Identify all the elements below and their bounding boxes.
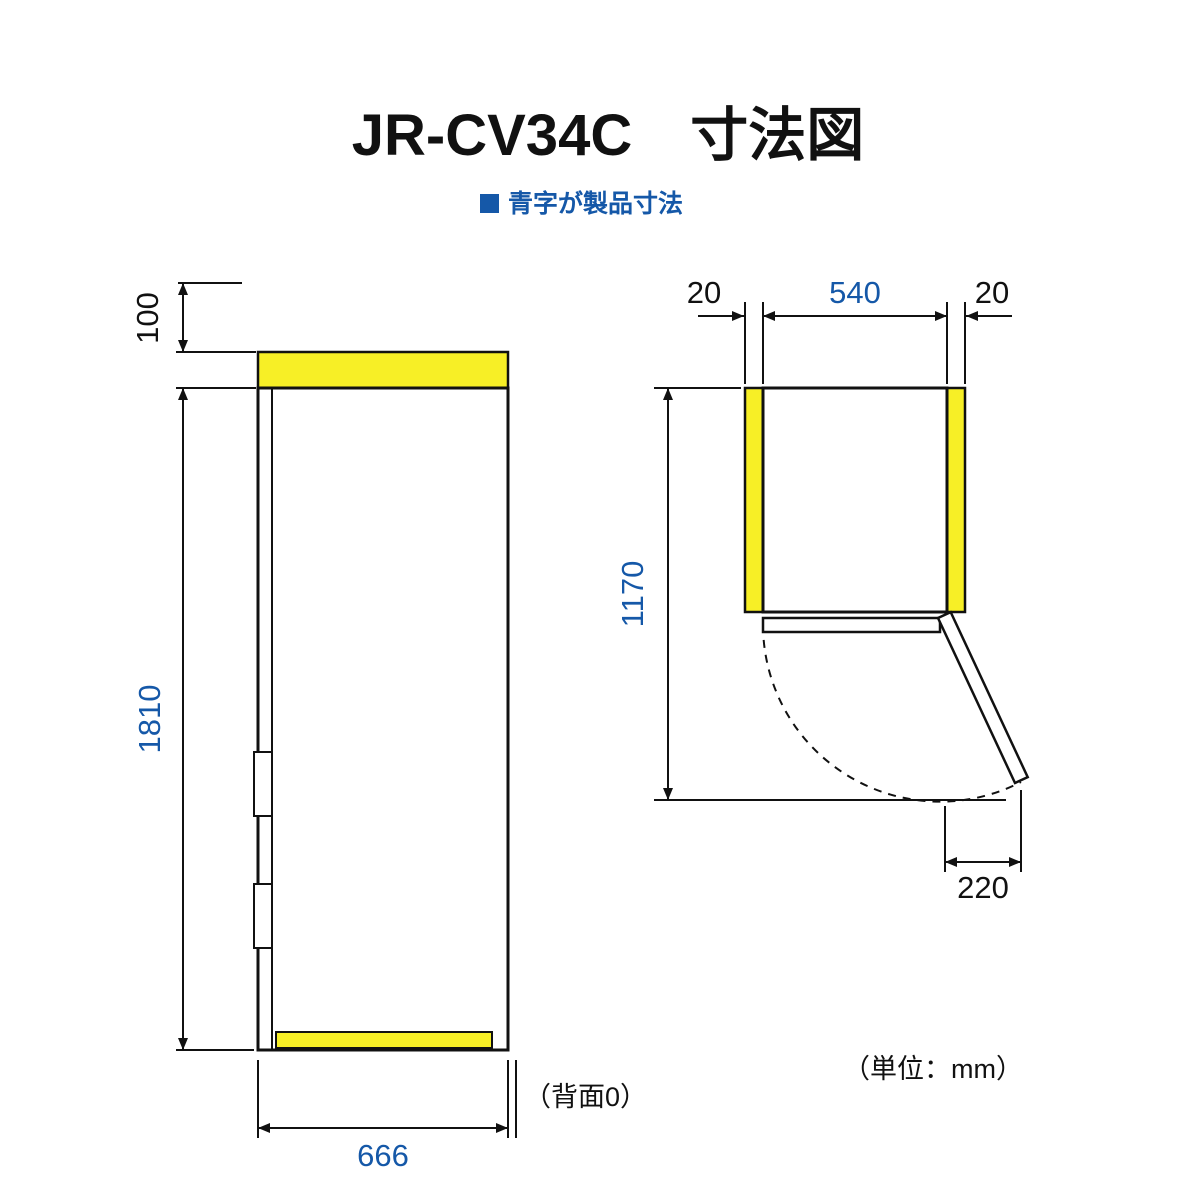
right-clearance-strip bbox=[945, 386, 967, 614]
dim-height: 1810 bbox=[132, 685, 167, 754]
door-closed bbox=[761, 616, 942, 634]
dim-left-clearance: 20 bbox=[687, 275, 721, 310]
dim-right-clearance: 20 bbox=[975, 275, 1009, 310]
dim-door-protrusion: 220 bbox=[957, 870, 1009, 905]
dim-top-clearance: 100 bbox=[130, 292, 165, 344]
dim-depth: 666 bbox=[357, 1138, 409, 1173]
page-title: JR-CV34C 寸法図 bbox=[352, 103, 864, 168]
door-open bbox=[936, 610, 1030, 785]
handle-notch-upper bbox=[253, 751, 273, 817]
door-swing-arc bbox=[762, 624, 1022, 803]
legend-bullet bbox=[480, 194, 499, 213]
handle-notch-lower bbox=[253, 883, 273, 949]
base-clearance-strip bbox=[275, 1031, 493, 1049]
top-view: 20 540 20 1170 220 bbox=[615, 275, 1030, 905]
dim-width: 540 bbox=[829, 275, 881, 310]
side-view: 100 1810 666 （背面0） bbox=[130, 282, 647, 1173]
top-clearance-band bbox=[256, 350, 510, 390]
rear-clearance-note: （背面0） bbox=[524, 1082, 647, 1112]
legend-label: 青字が製品寸法 bbox=[508, 189, 683, 218]
fridge-plan-body bbox=[761, 386, 949, 614]
fridge-side-body bbox=[256, 386, 510, 1052]
dim-depth-with-door: 1170 bbox=[615, 561, 650, 628]
left-clearance-strip bbox=[743, 386, 765, 614]
units-note: （単位：mm） bbox=[843, 1054, 1023, 1084]
